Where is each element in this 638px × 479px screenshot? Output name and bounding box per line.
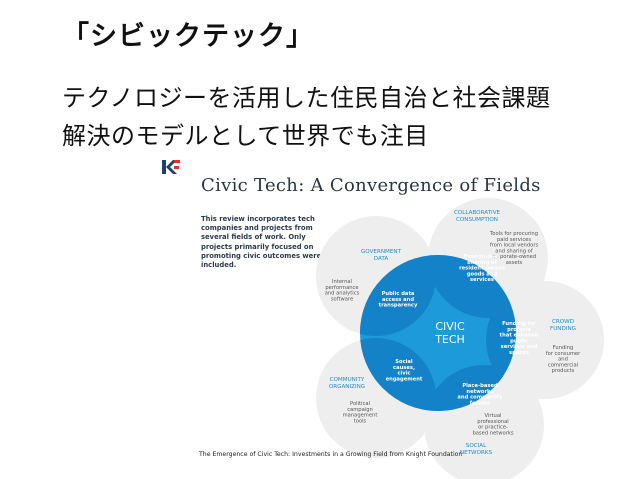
figure-title: Civic Tech: A Convergence of Fields [201, 175, 541, 196]
knight-foundation-logo [162, 160, 180, 174]
slide-heading: 「シビックテック」 [62, 21, 314, 52]
slide-subtitle-line1: テクノロジーを活用した住民自治と社会課題 [62, 84, 551, 112]
petal-circle [486, 281, 604, 399]
figure-caption: The Emergence of Civic Tech: Investments… [199, 451, 463, 458]
slide-subtitle-line2: 解決のモデルとして世界でも注目 [62, 122, 429, 150]
figure-intro-text: This review incorporates tech companies … [201, 215, 322, 270]
